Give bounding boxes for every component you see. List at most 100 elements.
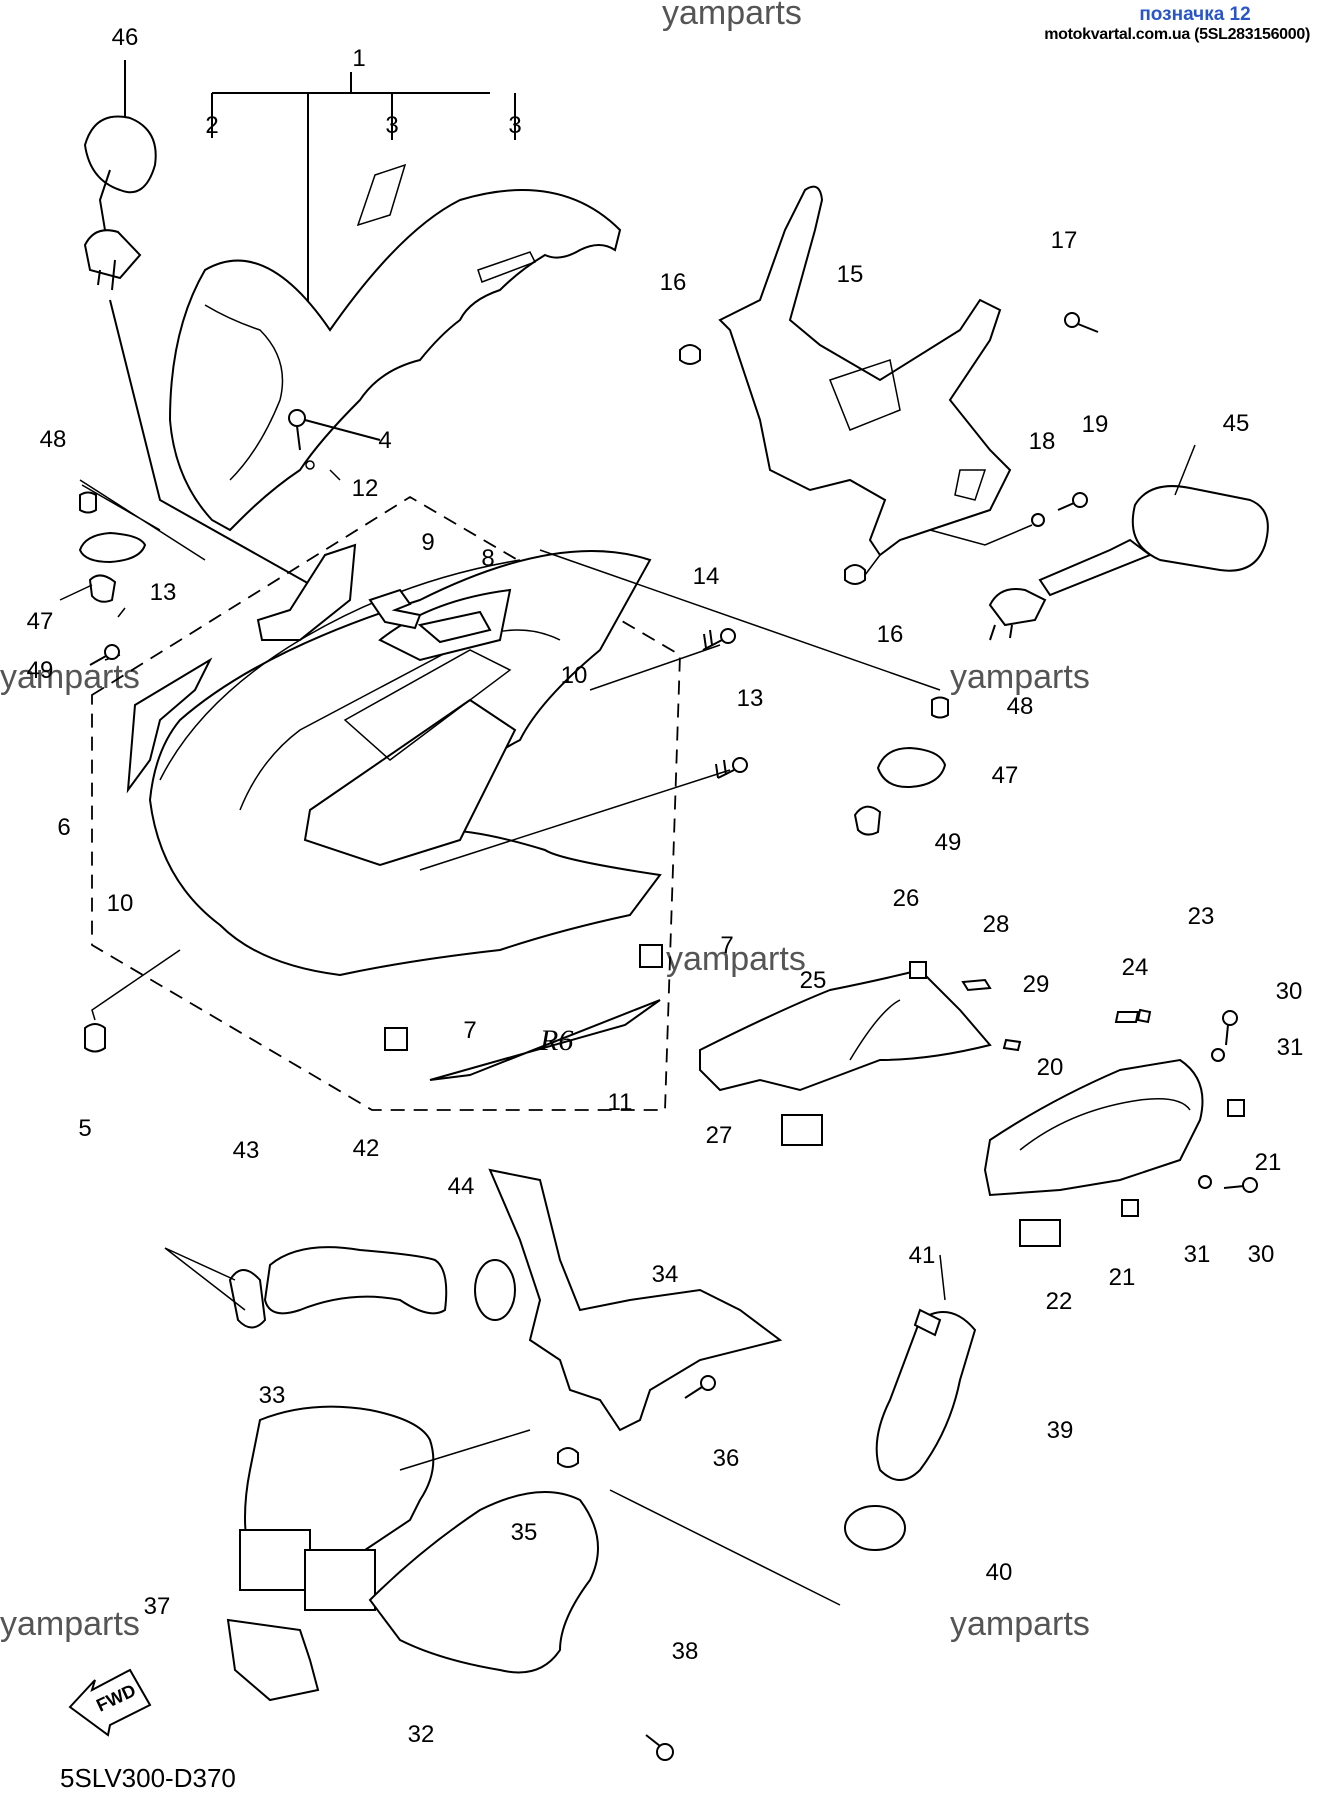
seal-37 [226, 1618, 320, 1702]
bolt-13-left [89, 644, 120, 666]
clamp-41 [913, 1308, 942, 1337]
label-26: 26 [893, 885, 920, 912]
fwd-arrow-shape [68, 1668, 152, 1737]
leader-mirror-left [109, 299, 321, 591]
label-11: 11 [608, 1089, 633, 1116]
label-2: 2 [205, 112, 218, 139]
panel-25 [699, 968, 992, 1092]
duct-33-mouth [239, 1529, 311, 1591]
air-duct-assembly [164, 1168, 977, 1761]
part-labels: 1 2 3 3 4 5 6 7 7 8 9 10 10 11 12 13 13 … [27, 24, 1304, 1748]
label-48: 48 [1007, 693, 1034, 720]
label-16: 16 [877, 621, 904, 648]
pad-22 [1019, 1219, 1061, 1247]
duct-hose-42 [263, 1246, 448, 1315]
label-18: 18 [1029, 428, 1056, 455]
label-7: 7 [720, 932, 733, 959]
bracket-34 [488, 1168, 783, 1432]
mirror-right-base [988, 588, 1047, 627]
label-48: 48 [40, 426, 67, 453]
bolt-19 [1057, 492, 1088, 511]
stay-frame [718, 185, 1012, 557]
decal-9 [368, 588, 422, 630]
label-33: 33 [259, 1382, 286, 1409]
label-6: 6 [57, 814, 70, 841]
label-30: 30 [1248, 1241, 1275, 1268]
label-21: 21 [1109, 1264, 1136, 1291]
label-13: 13 [737, 685, 764, 712]
label-10: 10 [561, 662, 588, 689]
label-1: 1 [352, 45, 365, 72]
pad-24 [1136, 1008, 1152, 1024]
grommet-47-right [876, 746, 947, 789]
main-fairing: R6 [84, 469, 748, 1111]
label-17: 17 [1051, 227, 1078, 254]
watermark-bottom-right: yamparts [950, 1605, 1090, 1643]
bolt-36 [684, 1375, 716, 1399]
nut-35 [557, 1447, 579, 1468]
label-31: 31 [1184, 1241, 1211, 1268]
label-3: 3 [385, 112, 398, 139]
watermark-bottom-left: yamparts [0, 1605, 140, 1643]
label-32: 32 [408, 1721, 435, 1748]
clamp-43-left [228, 1269, 267, 1329]
nut-49-right [853, 805, 882, 836]
clip-7-bottom [384, 1027, 408, 1051]
clip-26 [909, 961, 927, 979]
watermarks: yamparts yamparts yamparts yamparts yamp… [0, 0, 1090, 1643]
clamp-44 [474, 1259, 516, 1321]
label-45: 45 [1223, 410, 1250, 437]
side-panel-25 [699, 961, 1022, 1146]
washer-31-bottom [1198, 1175, 1212, 1189]
label-9: 9 [421, 529, 434, 556]
label-37: 37 [144, 1593, 171, 1620]
clamp-40 [844, 1505, 906, 1551]
label-27: 27 [706, 1122, 733, 1149]
clip-7-right [639, 944, 663, 968]
washer-18 [1031, 513, 1045, 527]
label-4: 4 [378, 427, 391, 454]
duct-32 [368, 1491, 599, 1674]
label-31: 31 [1277, 1034, 1304, 1061]
label-49: 49 [27, 657, 54, 684]
nut-48-right [931, 696, 949, 719]
label-36: 36 [713, 1445, 740, 1472]
fairing-stay-15 [679, 185, 1099, 585]
label-30: 30 [1276, 978, 1303, 1005]
label-35: 35 [511, 1519, 538, 1546]
label-16: 16 [660, 269, 687, 296]
header-site: motokvartal.com.ua (5SL283156000) [1044, 26, 1310, 43]
label-29: 29 [1023, 971, 1050, 998]
label-25: 25 [800, 967, 827, 994]
label-19: 19 [1082, 411, 1109, 438]
intake-mesh [343, 649, 512, 761]
nut-49-left [88, 574, 117, 603]
bolt-38 [645, 1734, 674, 1761]
mirror-right [539, 444, 1269, 836]
decal-3a [356, 163, 407, 227]
pad-29 [1002, 1038, 1022, 1052]
label-12: 12 [352, 475, 379, 502]
duct-32-mouth [304, 1549, 376, 1611]
label-40: 40 [986, 1559, 1013, 1586]
label-44: 44 [448, 1173, 475, 1200]
label-41: 41 [909, 1242, 936, 1269]
label-46: 46 [112, 24, 139, 51]
label-15: 15 [837, 261, 864, 288]
label-43: 43 [233, 1137, 260, 1164]
fwd-arrow: FWD [68, 1668, 152, 1737]
duct-hose-39 [875, 1311, 977, 1481]
windshield-assembly [168, 72, 622, 532]
bolt-30-top [1222, 1010, 1238, 1046]
label-23: 23 [1188, 903, 1215, 930]
screw-4 [288, 409, 381, 470]
bracket-1 [211, 72, 516, 325]
pad-27 [781, 1114, 823, 1146]
panel-20 [983, 1058, 1204, 1197]
decal-3b [477, 251, 537, 283]
pad-28 [961, 978, 992, 992]
mirror-left-base [83, 229, 142, 280]
decal-11 [429, 999, 661, 1081]
label-8: 8 [481, 545, 494, 572]
